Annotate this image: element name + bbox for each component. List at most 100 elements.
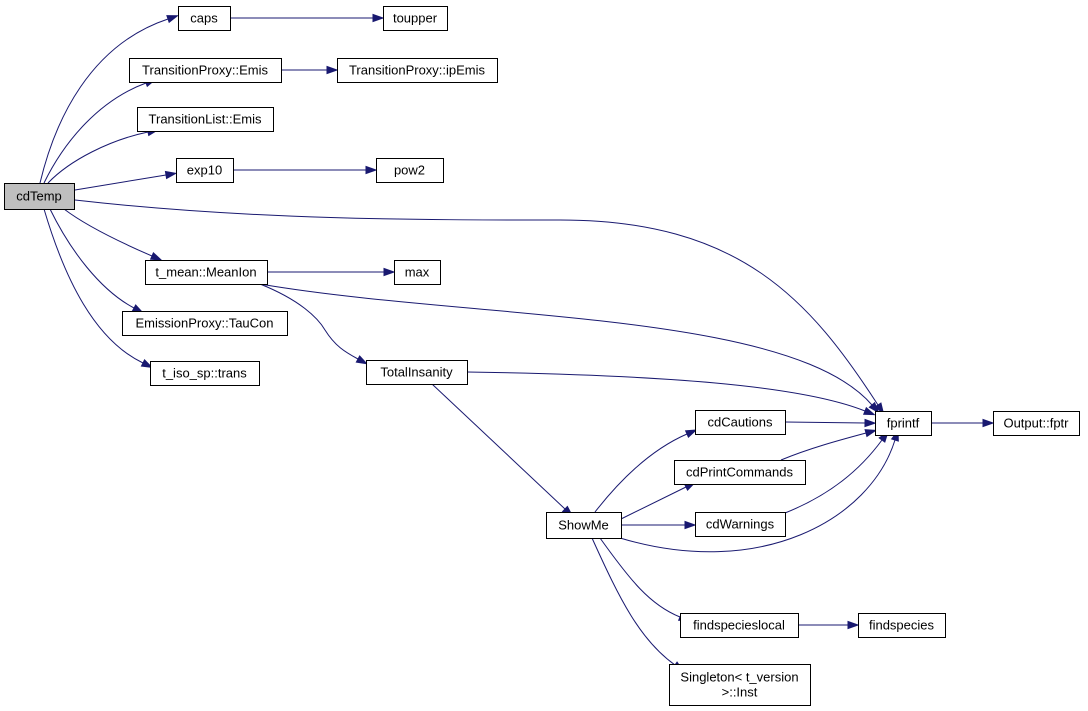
node-taucon[interactable]: EmissionProxy::TauCon — [122, 311, 288, 336]
edge-line — [43, 82, 147, 184]
node-toupper[interactable]: toupper — [383, 6, 448, 31]
node-label: max — [405, 265, 430, 280]
edge-cdTemp-to-caps — [39, 15, 179, 184]
arrowhead-icon — [982, 418, 995, 428]
edge-caps-to-toupper — [231, 13, 385, 23]
node-caps[interactable]: caps — [178, 6, 231, 31]
edge-cdTemp-to-exp10 — [74, 170, 178, 191]
edge-line — [63, 208, 153, 257]
node-exp10[interactable]: exp10 — [176, 158, 234, 183]
edge-showme-to-singleton — [591, 537, 685, 672]
node-box — [383, 6, 448, 31]
node-label: cdPrintCommands — [686, 465, 793, 480]
node-box — [695, 410, 786, 435]
node-label: cdCautions — [707, 415, 773, 430]
edge-showme-to-findspecieslocal — [599, 537, 691, 622]
node-singleton[interactable]: Singleton< t_version>::Inst — [669, 664, 811, 706]
node-box — [150, 361, 260, 386]
edge-line — [259, 283, 873, 406]
node-fptr[interactable]: Output::fptr — [993, 411, 1080, 436]
node-cdwarnings[interactable]: cdWarnings — [695, 512, 786, 537]
node-label: Output::fptr — [1003, 416, 1069, 431]
node-box — [669, 664, 811, 706]
node-box — [674, 460, 806, 485]
node-label: exp10 — [187, 163, 222, 178]
arrowhead-icon — [864, 429, 878, 438]
edge-totalinsanity-to-fprintf — [466, 371, 876, 416]
node-label: pow2 — [394, 163, 425, 178]
arrowhead-icon — [868, 401, 880, 414]
edge-findspecieslocal-to-findspecies — [798, 620, 860, 630]
edge-line — [39, 18, 169, 184]
edge-cdTemp-to-fprintf — [74, 199, 885, 415]
node-fprintf[interactable]: fprintf — [875, 411, 932, 436]
node-cdprintcommands[interactable]: cdPrintCommands — [674, 460, 806, 485]
edge-meanion-to-totalinsanity — [259, 283, 369, 365]
node-box — [546, 512, 622, 539]
edge-cdcautions-to-fprintf — [784, 418, 877, 428]
edge-meanion-to-max — [267, 267, 396, 277]
node-box — [366, 360, 468, 385]
node-pow2[interactable]: pow2 — [376, 158, 444, 183]
edge-meanion-to-fprintf — [259, 283, 880, 414]
node-label: cdTemp — [16, 189, 62, 204]
node-label: Singleton< t_version — [680, 670, 798, 685]
node-box — [137, 107, 274, 132]
arrowhead-icon — [149, 251, 163, 261]
node-label: TotalInsanity — [380, 365, 453, 380]
node-cdTemp[interactable]: cdTemp — [4, 183, 75, 210]
edge-cdprintcommands-to-fprintf — [780, 429, 878, 461]
edge-line — [74, 199, 879, 406]
edge-line — [599, 537, 681, 618]
node-meanion[interactable]: t_mean::MeanIon — [145, 260, 268, 285]
edge-line — [780, 432, 867, 461]
node-label: EmissionProxy::TauCon — [136, 316, 274, 331]
arrowhead-icon — [365, 165, 378, 175]
node-label: t_mean::MeanIon — [155, 265, 256, 280]
node-label: TransitionProxy::Emis — [142, 63, 268, 78]
edge-line — [784, 439, 883, 514]
node-box — [993, 411, 1080, 436]
node-findspecies[interactable]: findspecies — [858, 613, 946, 638]
node-tl_emis[interactable]: TransitionList::Emis — [137, 107, 274, 132]
node-label: findspecies — [869, 618, 935, 633]
edge-cdTemp-to-meanion — [63, 208, 163, 261]
arrowhead-icon — [326, 65, 339, 75]
node-tp_ipemis[interactable]: TransitionProxy::ipEmis — [337, 58, 498, 83]
node-box — [122, 311, 288, 336]
node-box — [394, 260, 441, 285]
node-box — [145, 260, 268, 285]
edge-totalinsanity-to-showme — [431, 383, 574, 517]
node-totalinsanity[interactable]: TotalInsanity — [366, 360, 468, 385]
edge-line — [466, 371, 866, 412]
arrowhead-icon — [874, 402, 885, 415]
edge-tp_emis-to-tp_ipemis — [282, 65, 339, 75]
node-max[interactable]: max — [394, 260, 441, 285]
edge-line — [74, 174, 167, 191]
node-box — [695, 512, 786, 537]
node-label: toupper — [393, 11, 438, 26]
edge-line — [784, 421, 866, 424]
edge-line — [431, 383, 566, 510]
node-cdcautions[interactable]: cdCautions — [695, 410, 786, 435]
edge-cdTemp-to-trans — [43, 208, 154, 369]
node-trans[interactable]: t_iso_sp::trans — [150, 361, 260, 386]
edge-line — [620, 486, 687, 520]
node-box — [376, 158, 444, 183]
node-label: TransitionProxy::ipEmis — [349, 63, 486, 78]
edge-cdTemp-to-taucon — [49, 208, 145, 314]
node-box — [680, 613, 799, 638]
node-tp_emis[interactable]: TransitionProxy::Emis — [129, 58, 282, 83]
arrowhead-icon — [864, 418, 877, 428]
edge-line — [591, 537, 676, 666]
arrowhead-icon — [862, 406, 876, 416]
arrowhead-icon — [355, 355, 369, 365]
node-label: ShowMe — [558, 518, 609, 533]
node-showme[interactable]: ShowMe — [546, 512, 622, 539]
edge-line — [594, 433, 688, 513]
edge-line — [49, 208, 135, 309]
node-findspecieslocal[interactable]: findspecieslocal — [680, 613, 799, 638]
node-label: findspecieslocal — [693, 618, 785, 633]
